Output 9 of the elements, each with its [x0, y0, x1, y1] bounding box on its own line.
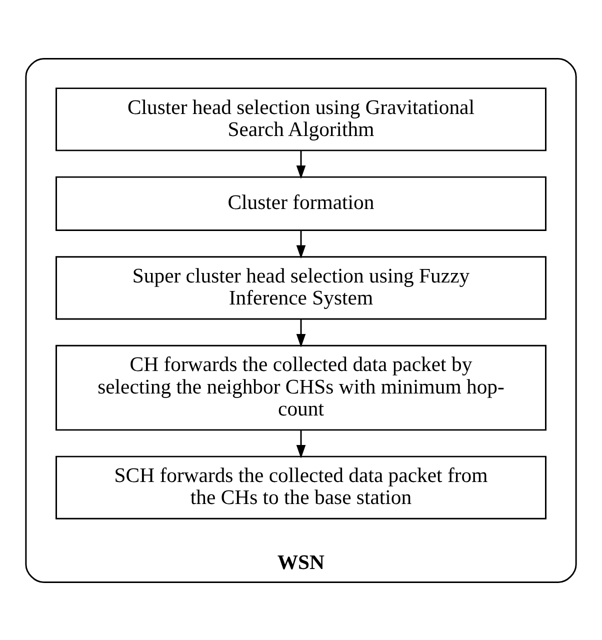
arrow [296, 318, 306, 347]
node-box: SCH forwards the collected data packet from the CHs to the base station [56, 455, 546, 519]
arrow [296, 230, 306, 258]
node-box: Cluster head selection using Gravitational Search Algorithm [56, 87, 546, 151]
arrow [296, 430, 306, 458]
node-box: CH forwards the collected data packet by selecting the neighbor CHSs with minimum hop-count [56, 344, 546, 430]
node-box: Cluster formation [56, 176, 546, 231]
node-box: Super cluster head selection using Fuzzy Inference System [56, 256, 546, 320]
arrow [296, 150, 306, 178]
